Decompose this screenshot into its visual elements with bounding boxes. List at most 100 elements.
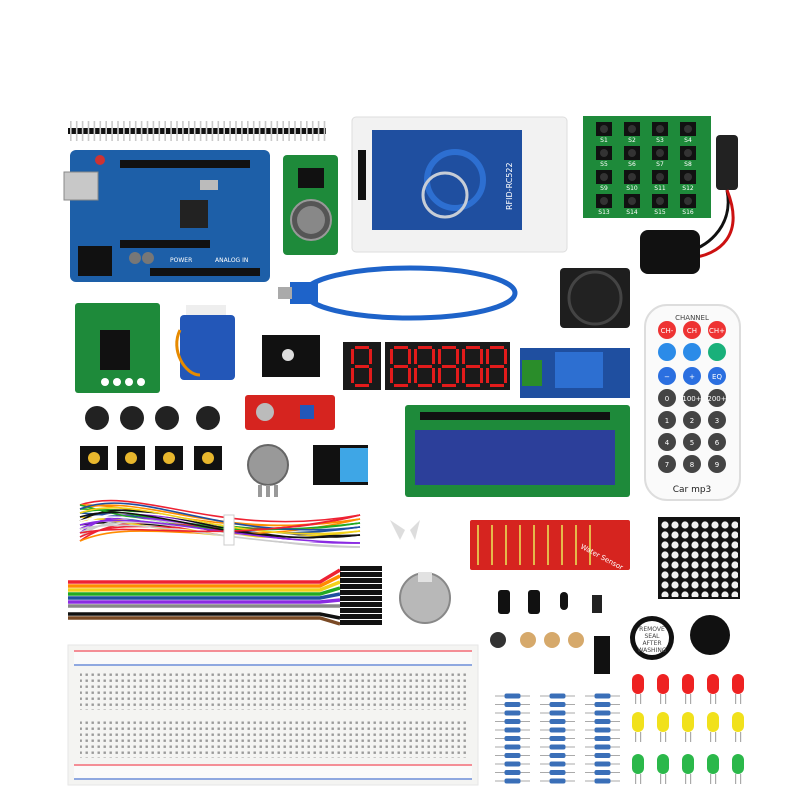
remote-button-label: 0 <box>665 395 669 403</box>
keypad-key-label: S11 <box>654 185 666 192</box>
keypad-key: S15 <box>652 194 668 216</box>
ribbon-wire <box>68 574 341 588</box>
keypad-key: S2 <box>624 122 640 144</box>
led <box>657 754 669 784</box>
ribbon-wire <box>68 612 341 620</box>
resistor <box>594 761 611 767</box>
led <box>682 674 694 704</box>
led <box>657 712 669 742</box>
keypad-key-label: S13 <box>598 209 610 216</box>
remote-button: 9 <box>708 455 726 473</box>
dupont-connector <box>340 620 382 625</box>
keypad-key-label: S15 <box>654 209 666 216</box>
remote-button-label: 1 <box>665 417 669 425</box>
uno-analog-label: ANALOG IN <box>215 257 248 264</box>
resistor <box>594 770 611 775</box>
buzzer-sticker-4: WASHING <box>638 647 667 654</box>
buzzer-sticker-3: AFTER <box>642 640 661 647</box>
remote-button: − <box>658 367 676 385</box>
led-dot-matrix <box>658 517 740 599</box>
push-button <box>85 406 109 430</box>
breadboard <box>67 644 479 786</box>
resistor <box>594 727 611 733</box>
remote-button: 200+ <box>707 389 727 407</box>
remote-button-label: 7 <box>665 461 669 469</box>
segment-digit <box>438 346 459 387</box>
buzzer-sticker-1: REMOVE <box>639 626 665 633</box>
buzzers: REMOVE SEAL AFTER WASHING <box>630 615 730 660</box>
dupont-connector <box>340 590 382 595</box>
led <box>732 712 744 742</box>
keypad-key-label: S7 <box>656 161 664 168</box>
resistor <box>504 736 521 741</box>
keypad-key: S5 <box>596 146 612 168</box>
remote-channel-label: CHANNEL <box>675 314 709 322</box>
remote-button: 7 <box>658 455 676 473</box>
dupont-connector <box>340 578 382 583</box>
remote-button <box>683 343 701 361</box>
ribbon-wire <box>68 592 341 600</box>
remote-button: 6 <box>708 433 726 451</box>
remote-button-label: 4 <box>665 439 670 447</box>
buzzer-sticker-2: SEAL <box>644 633 660 640</box>
keypad-key-label: S5 <box>600 161 608 168</box>
keypad-key-label: S12 <box>682 185 694 192</box>
resistor <box>594 778 611 784</box>
keypad-key: S11 <box>652 170 668 192</box>
ribbon-wire <box>68 608 341 614</box>
dupont-connector <box>340 608 382 613</box>
resistor <box>594 736 611 741</box>
servo-motor <box>175 305 235 380</box>
battery-snap-connector <box>640 135 738 274</box>
ribbon-wire <box>68 616 341 626</box>
remote-button: 4 <box>658 433 676 451</box>
dupont-connector <box>340 596 382 601</box>
remote-button: 0 <box>658 389 676 407</box>
rfid-module: RFID-RC522 <box>351 116 568 253</box>
resistor <box>504 727 521 733</box>
resistor <box>549 761 566 767</box>
arduino-uno-board: POWER ANALOG IN <box>63 150 270 282</box>
remote-button <box>658 343 676 361</box>
led <box>682 754 694 784</box>
push-buttons <box>80 406 222 470</box>
push-button <box>120 406 144 430</box>
resistor <box>549 770 566 775</box>
remote-button: 5 <box>683 433 701 451</box>
remote-button <box>708 343 726 361</box>
resistor <box>594 753 611 758</box>
push-button <box>196 406 220 430</box>
tactile-switch <box>117 446 145 470</box>
led <box>632 754 644 784</box>
keypad-key: S6 <box>624 146 640 168</box>
jumper-wire <box>79 502 361 531</box>
leds <box>632 674 744 784</box>
dupont-ribbon-cable <box>68 566 382 626</box>
resistor <box>504 702 521 707</box>
segment-digit <box>486 346 507 387</box>
resistor <box>594 693 611 699</box>
remote-button: 2 <box>683 411 701 429</box>
joystick-module <box>560 268 630 328</box>
rfid-label: RFID-RC522 <box>505 162 514 210</box>
remote-button-label: + <box>689 373 695 381</box>
keypad-key-label: S14 <box>626 209 638 216</box>
remote-button-label: 200+ <box>707 395 726 403</box>
jumper-wire <box>79 499 361 523</box>
keypad-key: S9 <box>596 170 612 192</box>
remote-button: CH+ <box>708 321 726 339</box>
resistor <box>504 770 521 775</box>
keypad-key: S13 <box>596 194 612 216</box>
remote-button: CH <box>683 321 701 339</box>
remote-button-label: 100+ <box>682 395 701 403</box>
small-connectors <box>390 520 420 540</box>
potentiometer <box>247 444 289 497</box>
resistor <box>504 693 521 699</box>
resistor <box>594 710 611 716</box>
dupont-connector <box>340 602 382 607</box>
resistor <box>549 693 566 699</box>
keypad-key-label: S16 <box>682 209 694 216</box>
remote-button-label: 5 <box>690 439 694 447</box>
remote-button: CH- <box>658 321 676 339</box>
